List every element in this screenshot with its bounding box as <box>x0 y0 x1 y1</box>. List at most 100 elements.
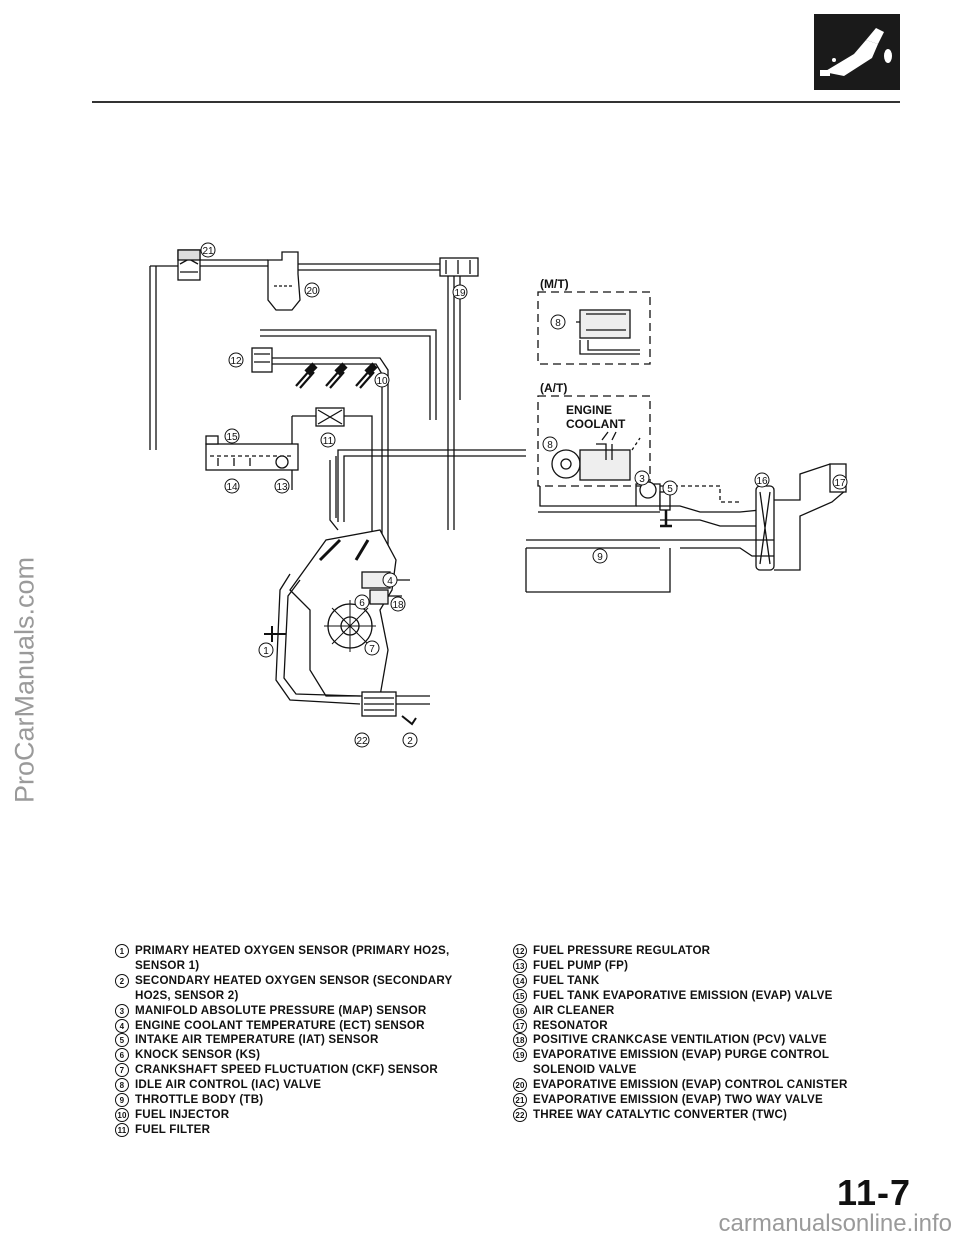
svg-text:6: 6 <box>359 598 365 609</box>
legend-text: INTAKE AIR TEMPERATURE (IAT) SENSOR <box>135 1033 379 1047</box>
legend-item: 2 SECONDARY HEATED OXYGEN SENSOR (SECONDA… <box>115 973 475 1004</box>
legend-text: RESONATOR <box>533 1018 608 1032</box>
svg-text:15: 15 <box>226 432 238 443</box>
callout-20: 20 <box>304 282 320 298</box>
legend-text: FUEL TANK <box>533 973 600 987</box>
side-watermark: ProCarManuals.com <box>8 470 42 890</box>
legend-number: 12 <box>513 944 527 958</box>
svg-text:2: 2 <box>407 736 413 747</box>
legend-number: 16 <box>513 1003 527 1018</box>
svg-text:10: 10 <box>376 376 388 387</box>
legend-text: EVAPORATIVE EMISSION (EVAP) TWO WAY VALV… <box>533 1093 823 1107</box>
legend-text: EVAPORATIVE EMISSION (EVAP) CONTROL CANI… <box>533 1078 848 1092</box>
legend-number: 10 <box>115 1107 129 1122</box>
fuel-injectors <box>295 362 378 389</box>
legend-item: 14 FUEL TANK <box>513 973 883 989</box>
callout-7: 7 <box>364 640 380 656</box>
legend-number: 15 <box>513 988 527 1003</box>
legend-number: 13 <box>513 958 527 973</box>
legend-item: 8 IDLE AIR CONTROL (IAC) VALVE <box>115 1078 475 1093</box>
callout-16: 16 <box>754 472 770 488</box>
legend-text: PRIMARY HEATED OXYGEN SENSOR (PRIMARY HO… <box>135 944 450 972</box>
legend-item: 21 EVAPORATIVE EMISSION (EVAP) TWO WAY VA… <box>513 1093 883 1108</box>
svg-text:13: 13 <box>276 482 288 493</box>
callout-9: 9 <box>592 548 608 564</box>
engine-coolant-label-2: COOLANT <box>566 417 626 431</box>
legend-item: 11 FUEL FILTER <box>115 1122 475 1138</box>
legend-number: 17 <box>513 1018 527 1033</box>
legend-number: 2 <box>115 973 129 988</box>
svg-text:9: 9 <box>597 552 603 563</box>
legend-number: 22 <box>513 1107 527 1122</box>
svg-text:3: 3 <box>639 474 645 485</box>
evap-purge-solenoid <box>439 257 479 277</box>
svg-text:7: 7 <box>369 644 375 655</box>
svg-text:14: 14 <box>226 482 238 493</box>
svg-text:5: 5 <box>667 484 673 495</box>
svg-text:4: 4 <box>387 576 393 587</box>
legend-text: ENGINE COOLANT TEMPERATURE (ECT) SENSOR <box>135 1018 425 1032</box>
svg-text:8: 8 <box>547 440 553 451</box>
legend-number: 21 <box>513 1093 527 1108</box>
callout-8-mt: 8 <box>550 314 566 330</box>
svg-text:21: 21 <box>202 246 214 257</box>
fuel-emission-diagram: 1 2 3 4 5 6 7 8 8 9 10 11 12 13 14 15 16… <box>140 230 860 770</box>
legend-number: 7 <box>115 1063 129 1078</box>
legend-text: MANIFOLD ABSOLUTE PRESSURE (MAP) SENSOR <box>135 1003 427 1017</box>
svg-text:22: 22 <box>356 736 368 747</box>
evap-canister <box>267 251 301 311</box>
callout-14: 14 <box>224 478 240 494</box>
svg-text:11: 11 <box>323 436 334 447</box>
callout-4: 4 <box>382 572 398 588</box>
callout-6: 6 <box>354 594 370 610</box>
air-cleaner <box>755 485 775 571</box>
legend-item: 15 FUEL TANK EVAPORATIVE EMISSION (EVAP) … <box>513 988 883 1004</box>
iac-valve-mt <box>576 309 640 355</box>
legend-text: FUEL TANK EVAPORATIVE EMISSION (EVAP) VA… <box>533 988 833 1002</box>
legend-text: FUEL PUMP (FP) <box>533 958 629 972</box>
callout-3: 3 <box>634 470 650 486</box>
fuel-filter <box>291 407 373 550</box>
legend-text: FUEL FILTER <box>135 1122 211 1136</box>
legend-number: 19 <box>513 1048 527 1063</box>
callout-5: 5 <box>662 480 678 496</box>
legend-text: CRANKSHAFT SPEED FLUCTUATION (CKF) SENSO… <box>135 1063 438 1077</box>
side-watermark-text: ProCarManuals.com <box>9 556 40 804</box>
callout-22: 22 <box>354 732 370 748</box>
callout-21: 21 <box>200 242 216 258</box>
engine-coolant-label-1: ENGINE <box>566 403 612 417</box>
legend-text: FUEL PRESSURE REGULATOR <box>533 944 711 957</box>
legend-text: SECONDARY HEATED OXYGEN SENSOR (SECONDAR… <box>135 973 453 1002</box>
legend-item: 12 FUEL PRESSURE REGULATOR <box>513 944 883 959</box>
fuel-pressure-regulator <box>251 347 273 373</box>
svg-text:8: 8 <box>555 318 561 329</box>
legend-number: 14 <box>513 973 527 988</box>
legend-text: THROTTLE BODY (TB) <box>135 1093 264 1107</box>
callout-10: 10 <box>374 372 390 388</box>
legend-number: 8 <box>115 1078 129 1093</box>
page-number: 11-7 <box>837 1172 912 1213</box>
svg-text:12: 12 <box>230 356 242 367</box>
legend-text: IDLE AIR CONTROL (IAC) VALVE <box>135 1078 322 1092</box>
legend-number: 18 <box>513 1033 527 1048</box>
svg-text:20: 20 <box>306 286 318 297</box>
callout-19: 19 <box>452 284 468 300</box>
primary-ho2s-sensor <box>264 626 286 642</box>
engine <box>289 529 410 697</box>
callout-1: 1 <box>258 642 274 658</box>
svg-text:19: 19 <box>454 288 466 299</box>
legend-number: 11 <box>115 1122 129 1137</box>
legend-text: AIR CLEANER <box>533 1003 615 1017</box>
